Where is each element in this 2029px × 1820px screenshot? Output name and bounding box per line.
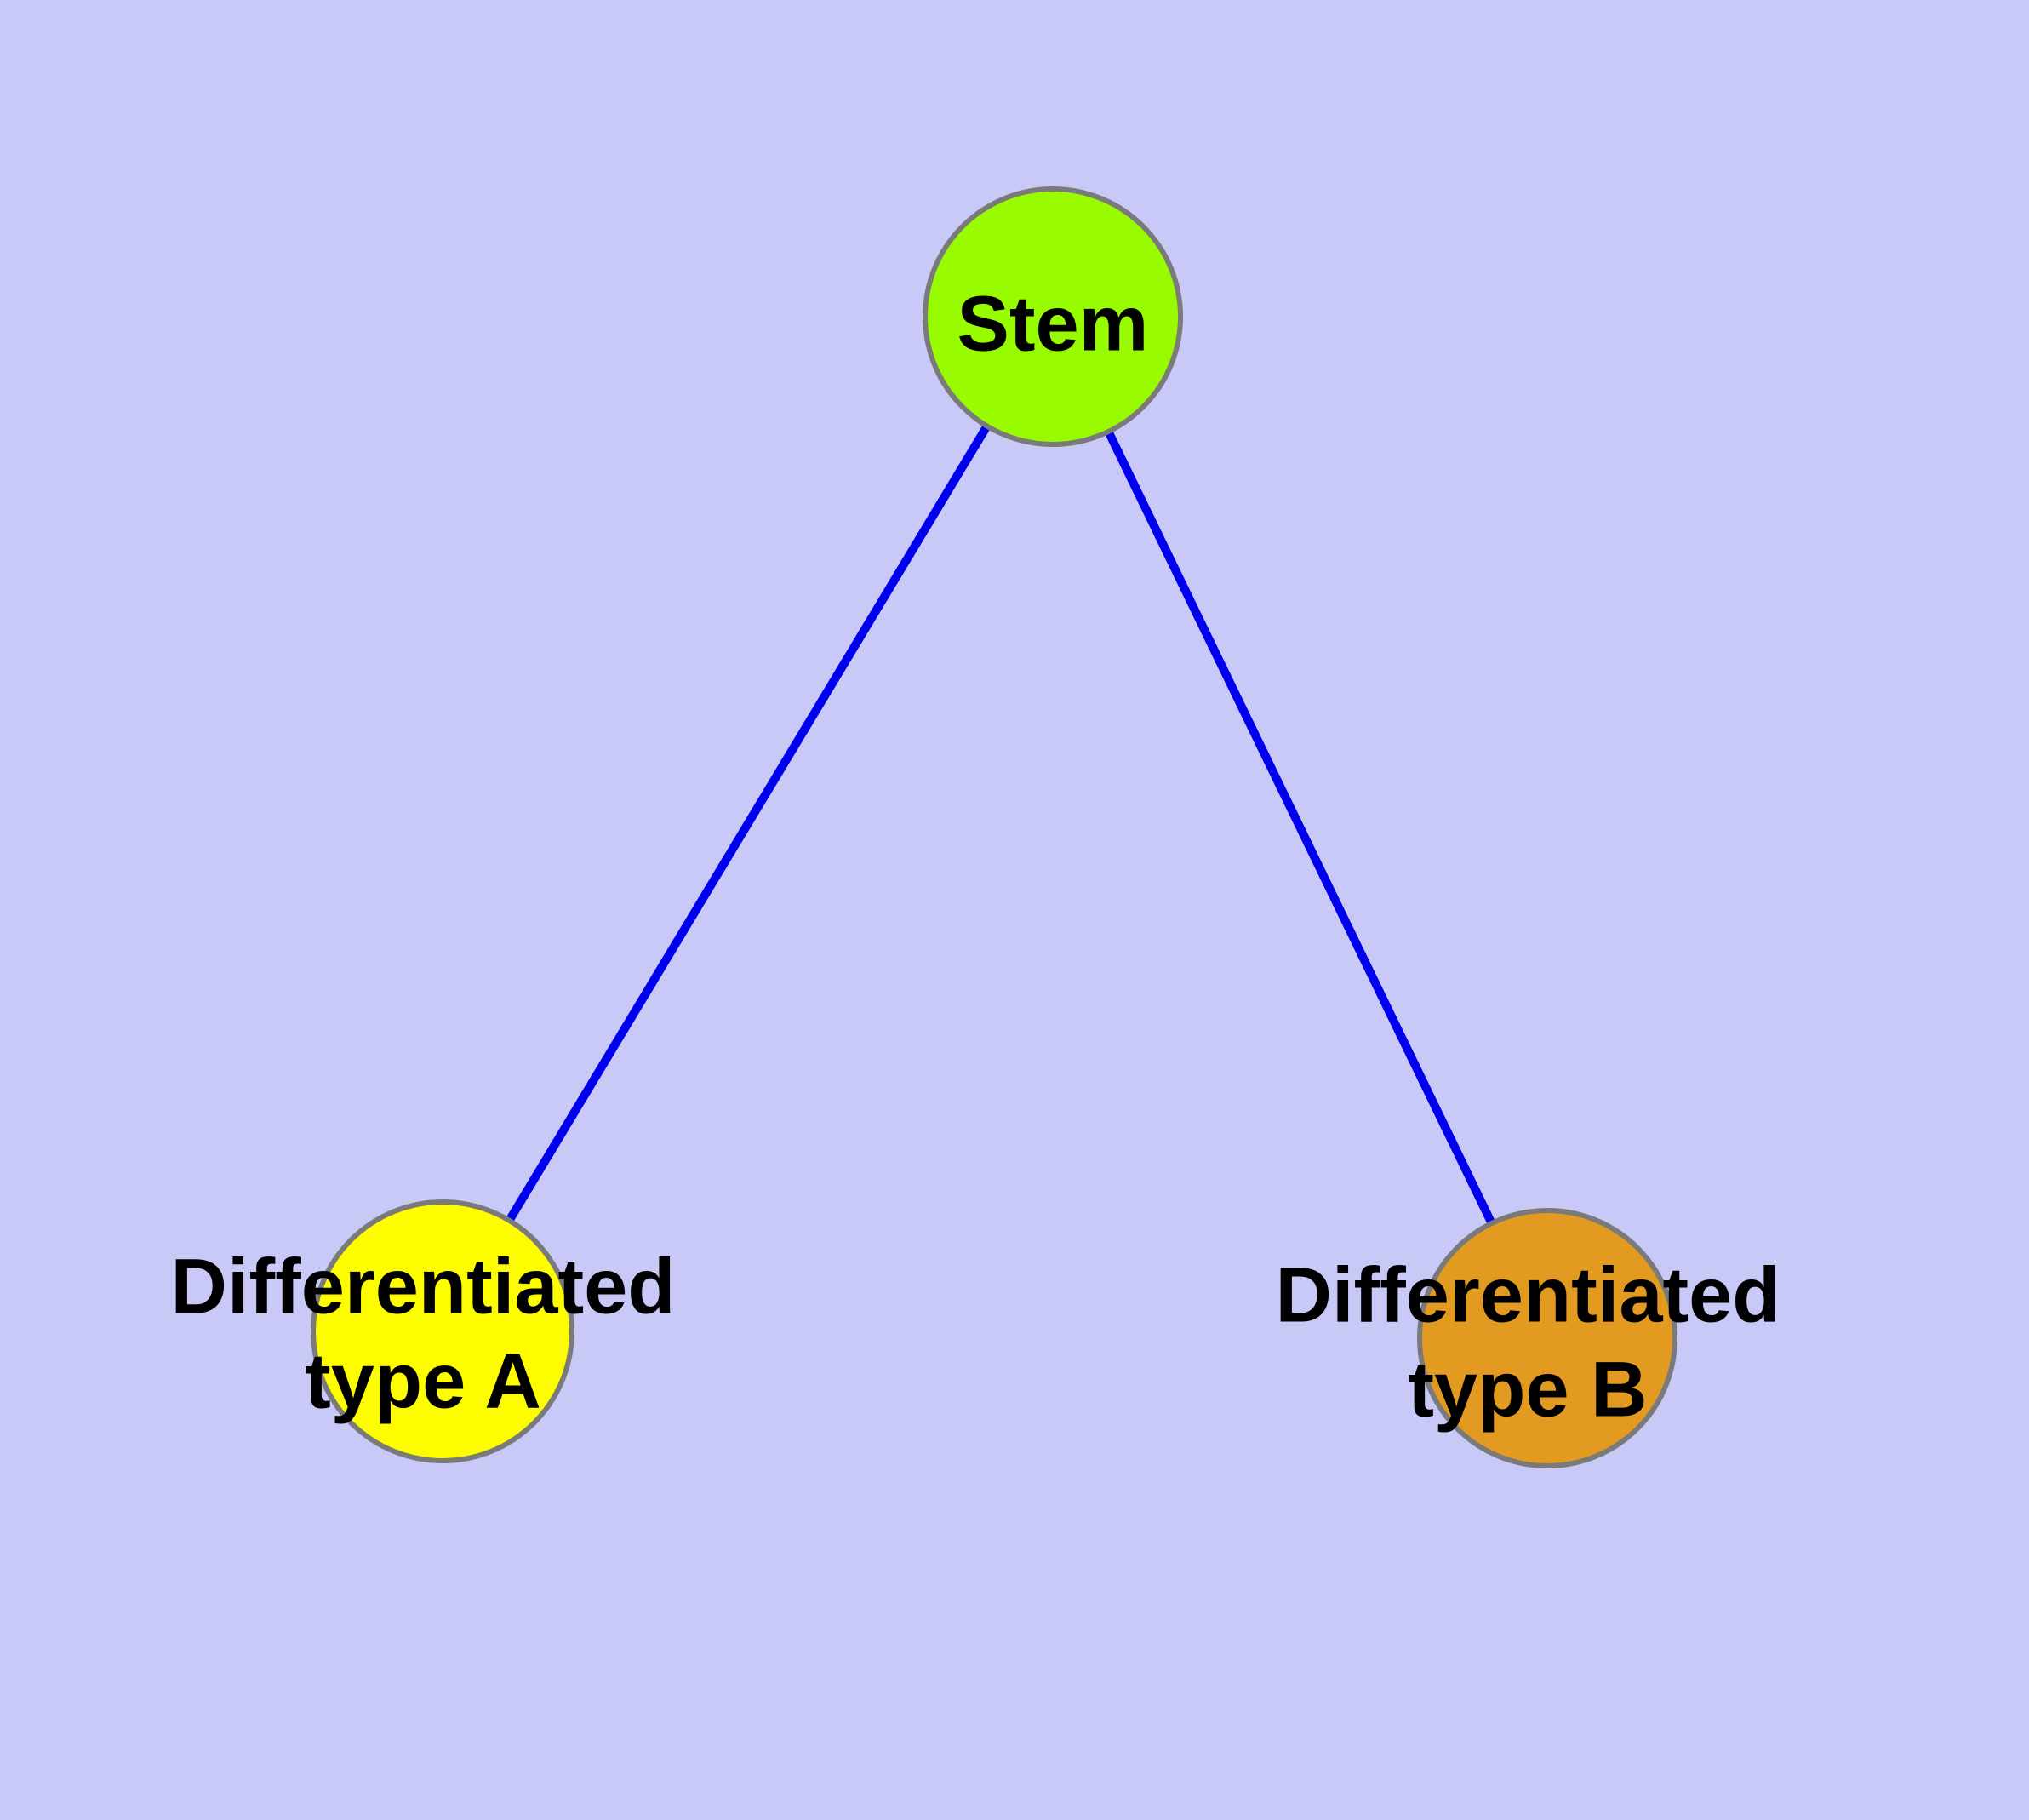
edge-stem-to-type-a xyxy=(438,314,1057,1334)
node-type-b-label-line2: type B xyxy=(1408,1347,1648,1434)
node-type-a-circle xyxy=(311,1199,574,1463)
node-type-a-label: Differentiated type A xyxy=(171,1240,676,1430)
node-type-b-label: Differentiated type B xyxy=(1276,1249,1780,1439)
node-type-b-circle xyxy=(1417,1208,1677,1468)
edge-stem-to-type-b xyxy=(1049,314,1552,1341)
node-stem-circle xyxy=(923,186,1183,447)
node-type-b-label-line1: Differentiated xyxy=(1275,1251,1780,1339)
node-type-a-label-line2: type A xyxy=(305,1338,541,1425)
node-stem-label: Stem xyxy=(957,280,1149,368)
node-type-a-label-line1: Differentiated xyxy=(170,1243,676,1331)
